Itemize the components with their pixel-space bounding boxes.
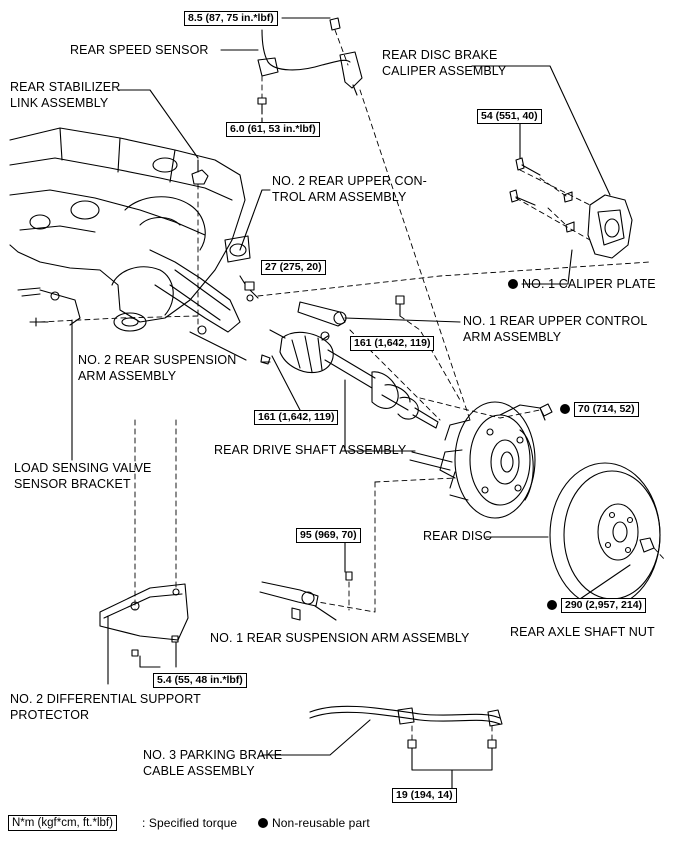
label-no1-caliper-plate: NO. 1 CALIPER PLATE (508, 277, 656, 292)
label-stabilizer-link-2: LINK ASSEMBLY (10, 96, 109, 110)
label-rear-disc: REAR DISC (423, 529, 492, 543)
torque-upper-arm-no2: 27 (275, 20) (261, 260, 326, 275)
torque-parking-cable: 19 (194, 14) (392, 788, 457, 803)
leader-lines (71, 17, 631, 789)
drive-shaft-part (260, 329, 439, 429)
label-load-sensing-2: SENSOR BRACKET (14, 477, 131, 491)
label-rear-drive-shaft: REAR DRIVE SHAFT ASSEMBLY (214, 443, 407, 457)
label-no1-upper-arm-2: ARM ASSEMBLY (463, 330, 562, 344)
label-no2-protector-2: PROTECTOR (10, 708, 90, 722)
rear-subframe (9, 127, 251, 335)
torque-suspension-no1: 95 (969, 70) (296, 528, 361, 543)
label-no1-upper-arm-1: NO. 1 REAR UPPER CONTROL (463, 314, 648, 328)
legend-nonreusable-text: Non-reusable part (272, 816, 370, 830)
non-reusable-dot-icon (560, 404, 570, 414)
label-no2-suspension-1: NO. 2 REAR SUSPENSION (78, 353, 237, 367)
parking-cable-part (309, 705, 503, 759)
non-reusable-dot-icon (258, 818, 268, 828)
torque-protector: 5.4 (55, 48 in.*lbf) (153, 673, 247, 688)
label-no1-suspension: NO. 1 REAR SUSPENSION ARM ASSEMBLY (210, 631, 470, 645)
torque-speed-sensor-bottom: 6.0 (61, 53 in.*lbf) (226, 122, 320, 137)
torque-suspension-no2: 161 (1,642, 119) (254, 410, 339, 425)
label-caliper-2: CALIPER ASSEMBLY (382, 64, 507, 78)
upper-control-arm-part (244, 281, 405, 341)
torque-axle-nut: 290 (2,957, 214) (561, 598, 647, 613)
non-reusable-dot-icon (508, 279, 518, 289)
dashed-guide-lines (39, 29, 666, 741)
label-rear-axle-nut: REAR AXLE SHAFT NUT (510, 625, 655, 639)
label-rear-speed-sensor: REAR SPEED SENSOR (70, 43, 209, 57)
non-reusable-dot-icon (547, 600, 557, 610)
legend-torque-unit: N*m (kgf*cm, ft.*lbf) (8, 815, 117, 831)
brake-caliper-part (509, 157, 633, 259)
differential-protector-part (99, 583, 189, 657)
label-parking-cable-1: NO. 3 PARKING BRAKE (143, 748, 283, 762)
rear-disc-part (549, 462, 661, 608)
torque-caliper: 54 (551, 40) (477, 109, 542, 124)
label-caliper-1: REAR DISC BRAKE (382, 48, 498, 62)
torque-speed-sensor-top: 8.5 (87, 75 in.*lbf) (184, 11, 278, 26)
legend-nonreusable: Non-reusable part (258, 816, 370, 831)
label-load-sensing-1: LOAD SENSING VALVE (14, 461, 152, 475)
caliper-plate-text: NO. 1 CALIPER PLATE (522, 277, 656, 291)
torque-upper-arm-no1: 161 (1,642, 119) (350, 336, 435, 351)
label-no2-upper-arm-1: NO. 2 REAR UPPER CON- (272, 174, 427, 188)
rear-speed-sensor-part (257, 17, 363, 115)
label-no2-protector-1: NO. 2 DIFFERENTIAL SUPPORT (10, 692, 201, 706)
axle-hub-part (409, 401, 553, 519)
label-parking-cable-2: CABLE ASSEMBLY (143, 764, 255, 778)
label-stabilizer-link-1: REAR STABILIZER (10, 80, 121, 94)
legend-torque-desc: : Specified torque (142, 816, 238, 830)
suspension-arm-part (259, 571, 353, 621)
label-no2-suspension-2: ARM ASSEMBLY (78, 369, 177, 383)
torque-hub: 70 (714, 52) (574, 402, 639, 417)
label-no2-upper-arm-2: TROL ARM ASSEMBLY (272, 190, 407, 204)
